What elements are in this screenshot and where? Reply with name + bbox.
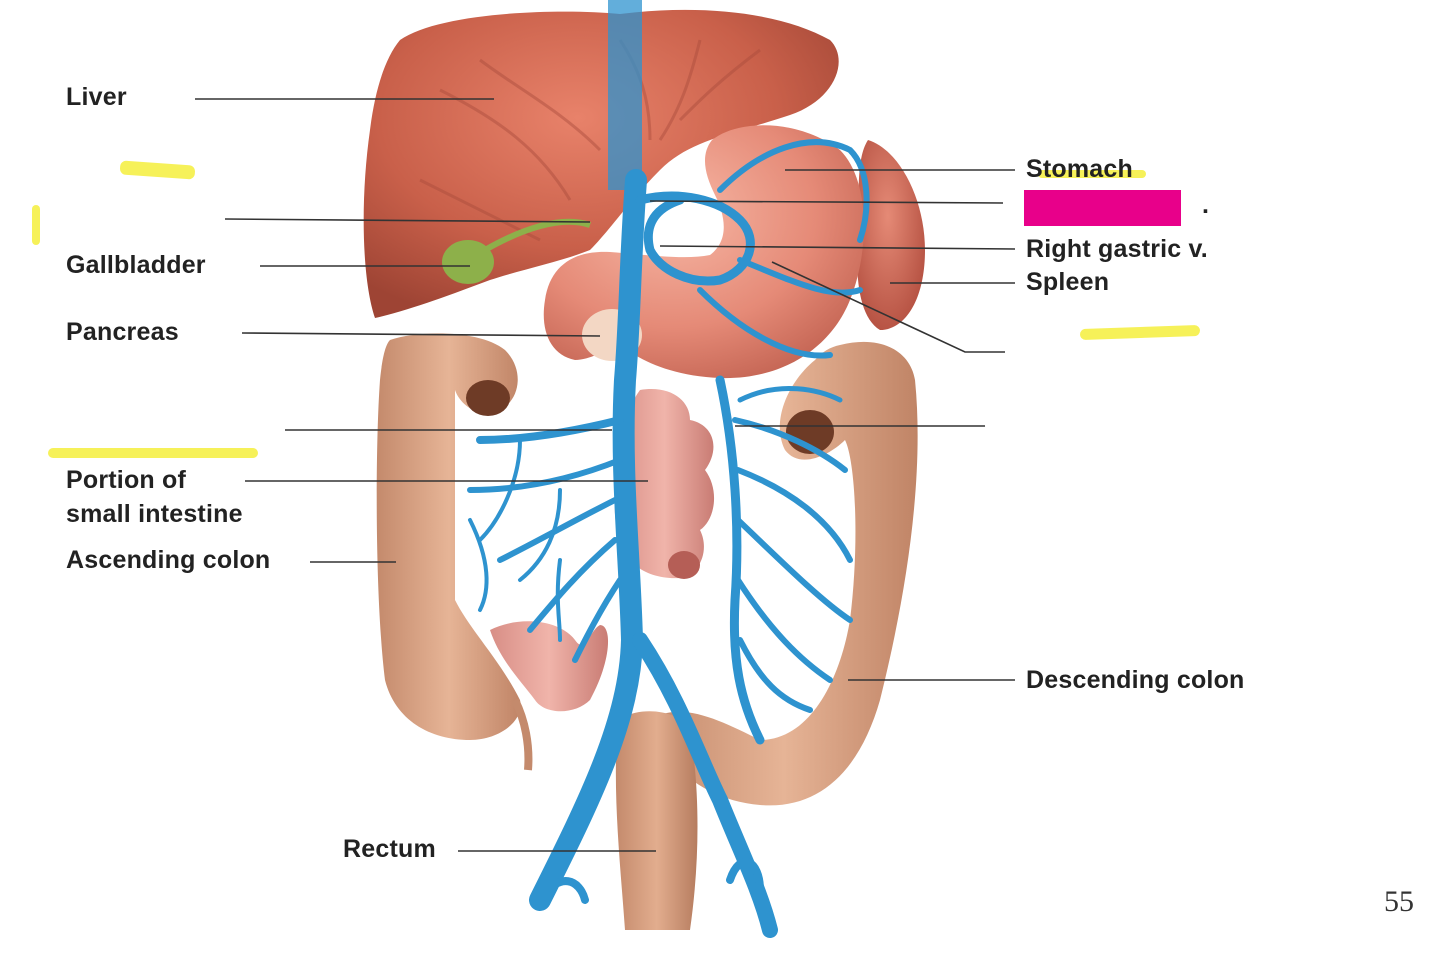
small-intestine-organ [490,389,715,712]
highlight-mark-3 [48,448,258,458]
portal-vein-network [467,139,870,938]
label-gallbladder: Gallbladder [66,251,206,279]
ascending-colon-organ [376,333,533,771]
label-ascending-colon: Ascending colon [66,546,271,574]
label-stray-mark: . [1202,191,1210,219]
erased-label-area-left-lower [15,360,295,460]
label-pancreas: Pancreas [66,318,179,346]
page-number: 55 [1384,885,1414,918]
highlight-mark-5 [1038,170,1146,178]
erased-label-area-right [985,300,1275,550]
liver-organ [363,9,839,318]
label-small-intestine-line2: small intestine [66,500,243,528]
label-small-intestine-line1: Portion of [66,466,187,494]
label-stomach: Stomach [1026,155,1133,183]
rectum-organ [615,711,698,930]
label-rectum: Rectum [343,835,436,863]
highlight-mark-2 [32,205,40,245]
label-liver: Liver [66,83,127,111]
label-spleen: Spleen [1026,268,1110,296]
leader-lines [195,98,1016,852]
vena-cava [608,0,642,190]
label-right-gastric-v: Right gastric v. [1026,235,1208,263]
spleen-organ [857,140,925,330]
redaction-bar [1024,190,1181,226]
label-descending-colon: Descending colon [1026,666,1245,694]
